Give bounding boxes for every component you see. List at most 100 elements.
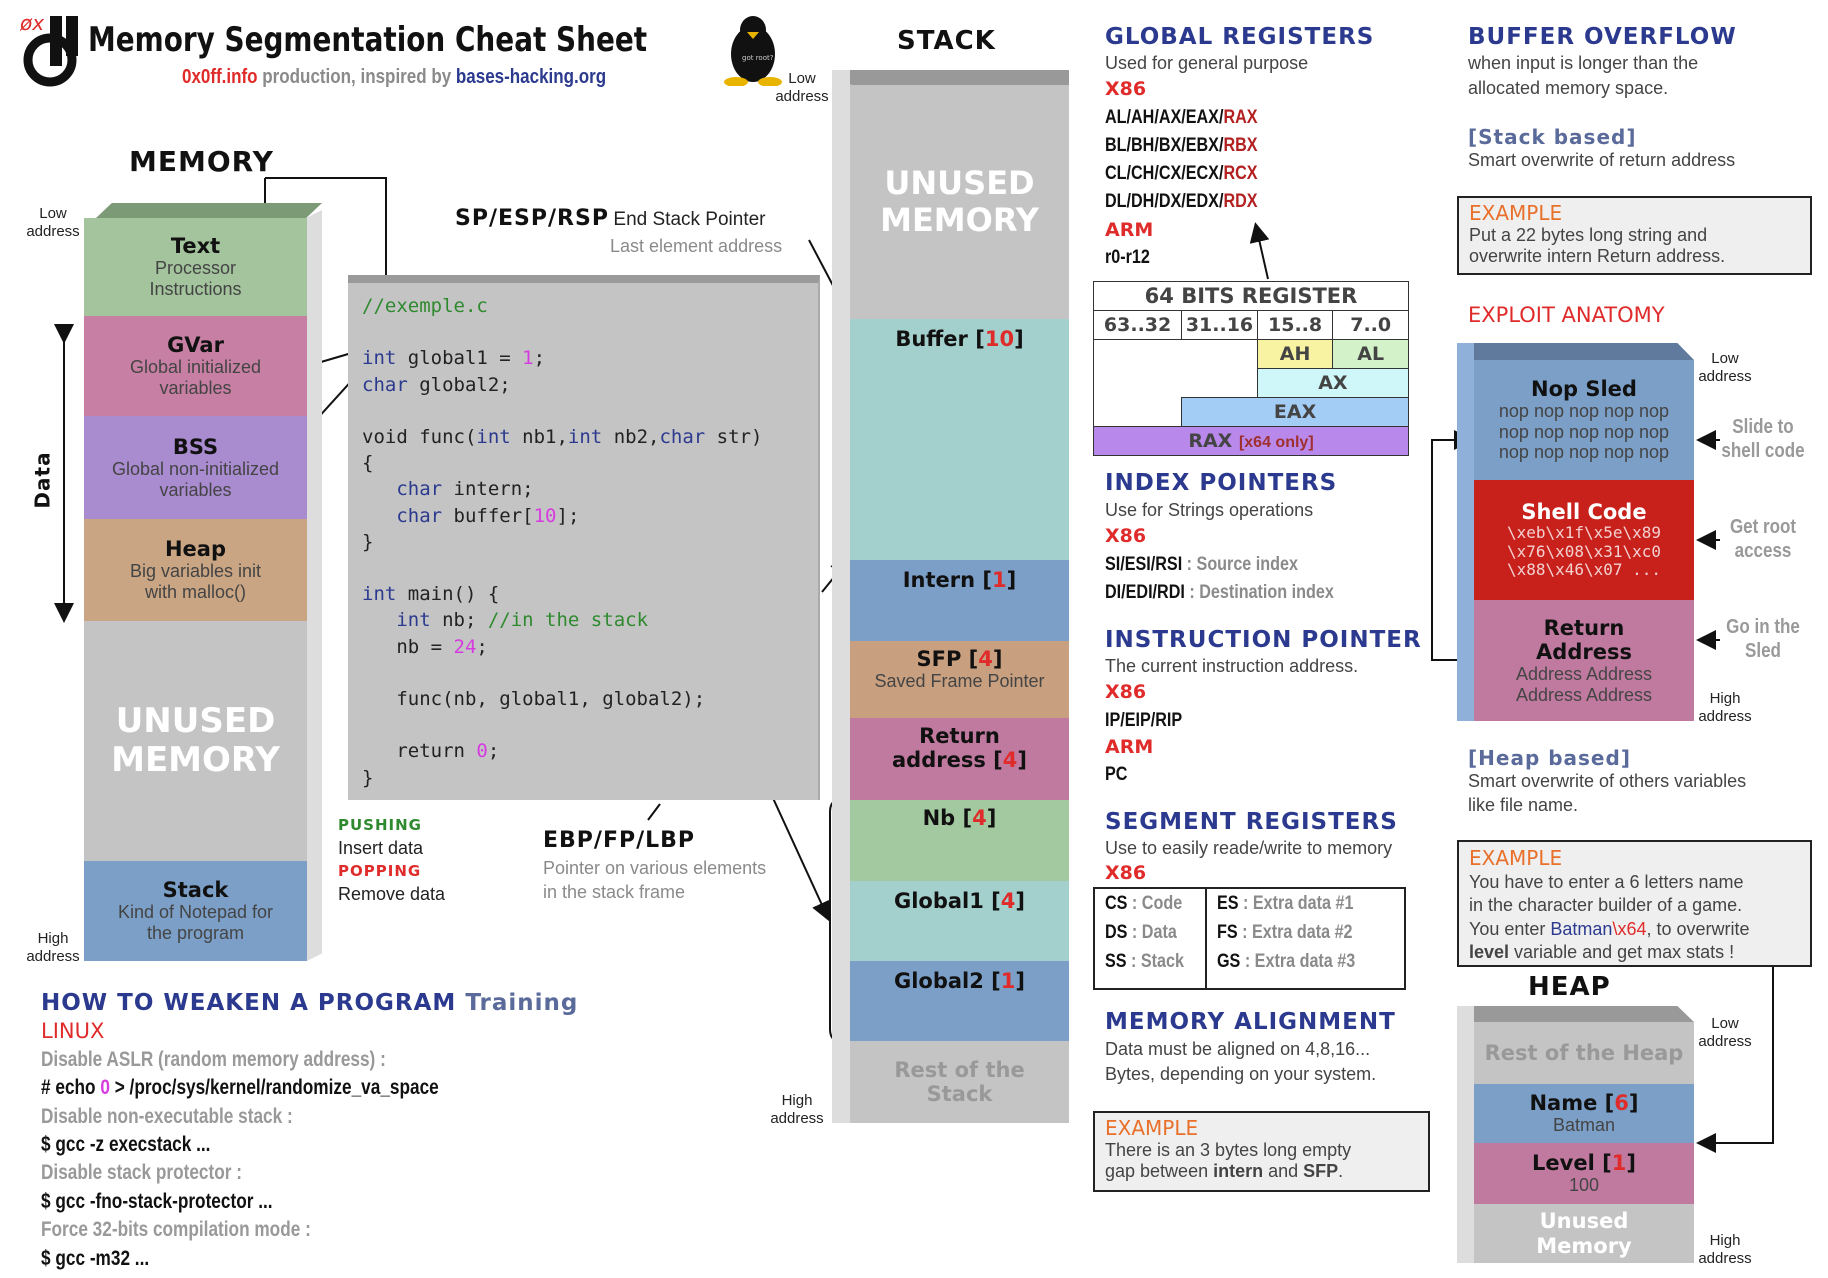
heap-side-face [1457,1006,1474,1263]
reg-d: DL/DH/DX/EDX/RDX [1105,191,1258,212]
svg-text:øx: øx [20,11,44,35]
ip-arm-regs: PC [1105,764,1128,785]
heap-name: Name [6]Batman [1474,1084,1694,1143]
popping-desc: Remove data [338,884,446,904]
code-token: char [396,478,443,501]
tux-icon: got root? [724,12,782,91]
ebp-desc-1: Pointer on various elements [543,858,767,878]
alignment-example-title: EXAMPLE [1105,1116,1199,1140]
bits-63-32: 63..32 [1092,310,1183,340]
heap-example-line: level variable and get max stats ! [1469,942,1735,963]
code-token: str) [705,426,763,448]
heap-unused: Unused Memory [1474,1204,1694,1263]
code-line: char buffer[10]; [362,505,579,527]
global-registers-title: GLOBAL REGISTERS [1105,24,1375,50]
ebp-line [647,803,661,821]
nop-note: Slide to shell code [1721,416,1805,462]
stack-nb: Nb [4] [850,800,1069,881]
reg-ax: AX [1256,368,1410,398]
code-token: func(nb, global1, global2); [362,688,706,710]
global-arm-label: ARM [1105,219,1154,241]
weaken-cmd-aslr: # echo 0 > /proc/sys/kernel/randomize_va… [41,1076,439,1099]
stack-unused: UNUSED MEMORY [850,85,1069,319]
code-line: void func(int nb1,int nb2,char str) [362,426,762,448]
heap-example: EXAMPLE You have to enter a 6 letters na… [1457,840,1812,967]
seg-cs: CS : Code [1105,893,1183,914]
stack-buffer: Buffer [10] [850,319,1069,560]
subtitle: 0x0ff.info production, inspired by bases… [182,66,607,88]
brand: 0x0ff.info [182,66,258,88]
stack-global1: Global1 [4] [850,881,1069,961]
code-token: nb2, [602,426,660,448]
code-token [362,505,396,527]
ebp-label: EBP/FP/LBP [543,828,696,853]
code-token: 10 [533,504,557,527]
heap-low-address: Low address [1698,1015,1752,1050]
exploit-low-address: Low address [1698,350,1752,385]
heap-example-line: You have to enter a 6 letters name [1469,872,1744,892]
code-token: void func( [362,426,477,448]
code-token: int [362,347,397,370]
alignment-example: EXAMPLE There is an 3 bytes long empty g… [1093,1111,1430,1192]
code-line: return 0; [362,740,499,762]
exploit-top-face [1457,343,1694,360]
shell-code: Shell Code\xeb\x1f\x5e\x89\x76\x08\x31\x… [1474,480,1694,600]
code-token: ]; [556,504,580,527]
overflow-l1: when input is longer than the [1468,53,1699,73]
stack-return-address: Return address [4] [850,718,1069,800]
code-token: { [362,452,374,475]
sp-label: SP/ESP/RSP End Stack Pointer [455,206,766,231]
ip-arm: ARM [1105,736,1154,758]
stack-top-face [832,70,1069,85]
ret-note: Go in the Sled [1726,616,1800,662]
reg-a: AL/AH/AX/EAX/RAX [1105,107,1258,128]
stack-sfp: SFP [4]Saved Frame Pointer [850,641,1069,718]
code-line: } [362,767,373,789]
reg64-title: 64 BITS REGISTER [1093,281,1409,311]
index-x86: X86 [1105,525,1147,547]
memory-side-face [307,210,322,961]
register-arrow [1249,222,1270,280]
code-token: int [396,609,431,632]
heap-top-face [1457,1006,1694,1022]
page-title: Memory Segmentation Cheat Sheet [88,20,648,60]
code-token: char [396,504,443,527]
reg-rax: RAX [x64 only] [1093,426,1409,456]
global-x86-label: X86 [1105,78,1147,100]
stack-rest: Rest of the Stack [850,1041,1069,1123]
weaken-label-m32: Force 32-bits compilation mode : [41,1218,311,1241]
index-di: DI/EDI/RDI : Destination index [1105,582,1334,603]
instruction-pointer-title: INSTRUCTION POINTER [1105,627,1422,653]
index-desc: Use for Strings operations [1105,500,1314,520]
segment-table-divider [1205,889,1207,988]
seg-es: ES : Extra data #1 [1217,893,1354,914]
heap-example-line: You enter Batman\x64, to overwrite [1469,918,1750,939]
code-token: int [362,583,397,606]
source-link[interactable]: bases-hacking.org [455,66,607,88]
shell-note: Get root access [1729,516,1797,562]
code-line: nb = 24; [362,636,488,658]
stack-based-desc: Smart overwrite of return address [1468,150,1736,170]
segment-x86: X86 [1105,862,1147,884]
memory-high-address: High address [26,930,80,965]
segment-registers-title: SEGMENT REGISTERS [1105,809,1398,835]
code-line: { [362,452,373,474]
overflow-l2: allocated memory space. [1468,78,1669,98]
stack-side-face [832,70,850,1123]
code-line: int nb; //in the stack [362,609,648,631]
segment-table: CS : Code DS : Data SS : Stack ES : Extr… [1093,887,1406,990]
code-token: char [362,373,408,396]
seg-gs: GS : Extra data #3 [1217,951,1356,972]
heap-title: HEAP [1528,972,1611,1002]
index-si: SI/ESI/RSI : Source index [1105,554,1298,575]
code-line: } [362,531,373,553]
global-registers-desc: Used for general purpose [1105,53,1309,73]
code-token: 1 [522,347,534,370]
loop-arrow [1431,430,1474,661]
